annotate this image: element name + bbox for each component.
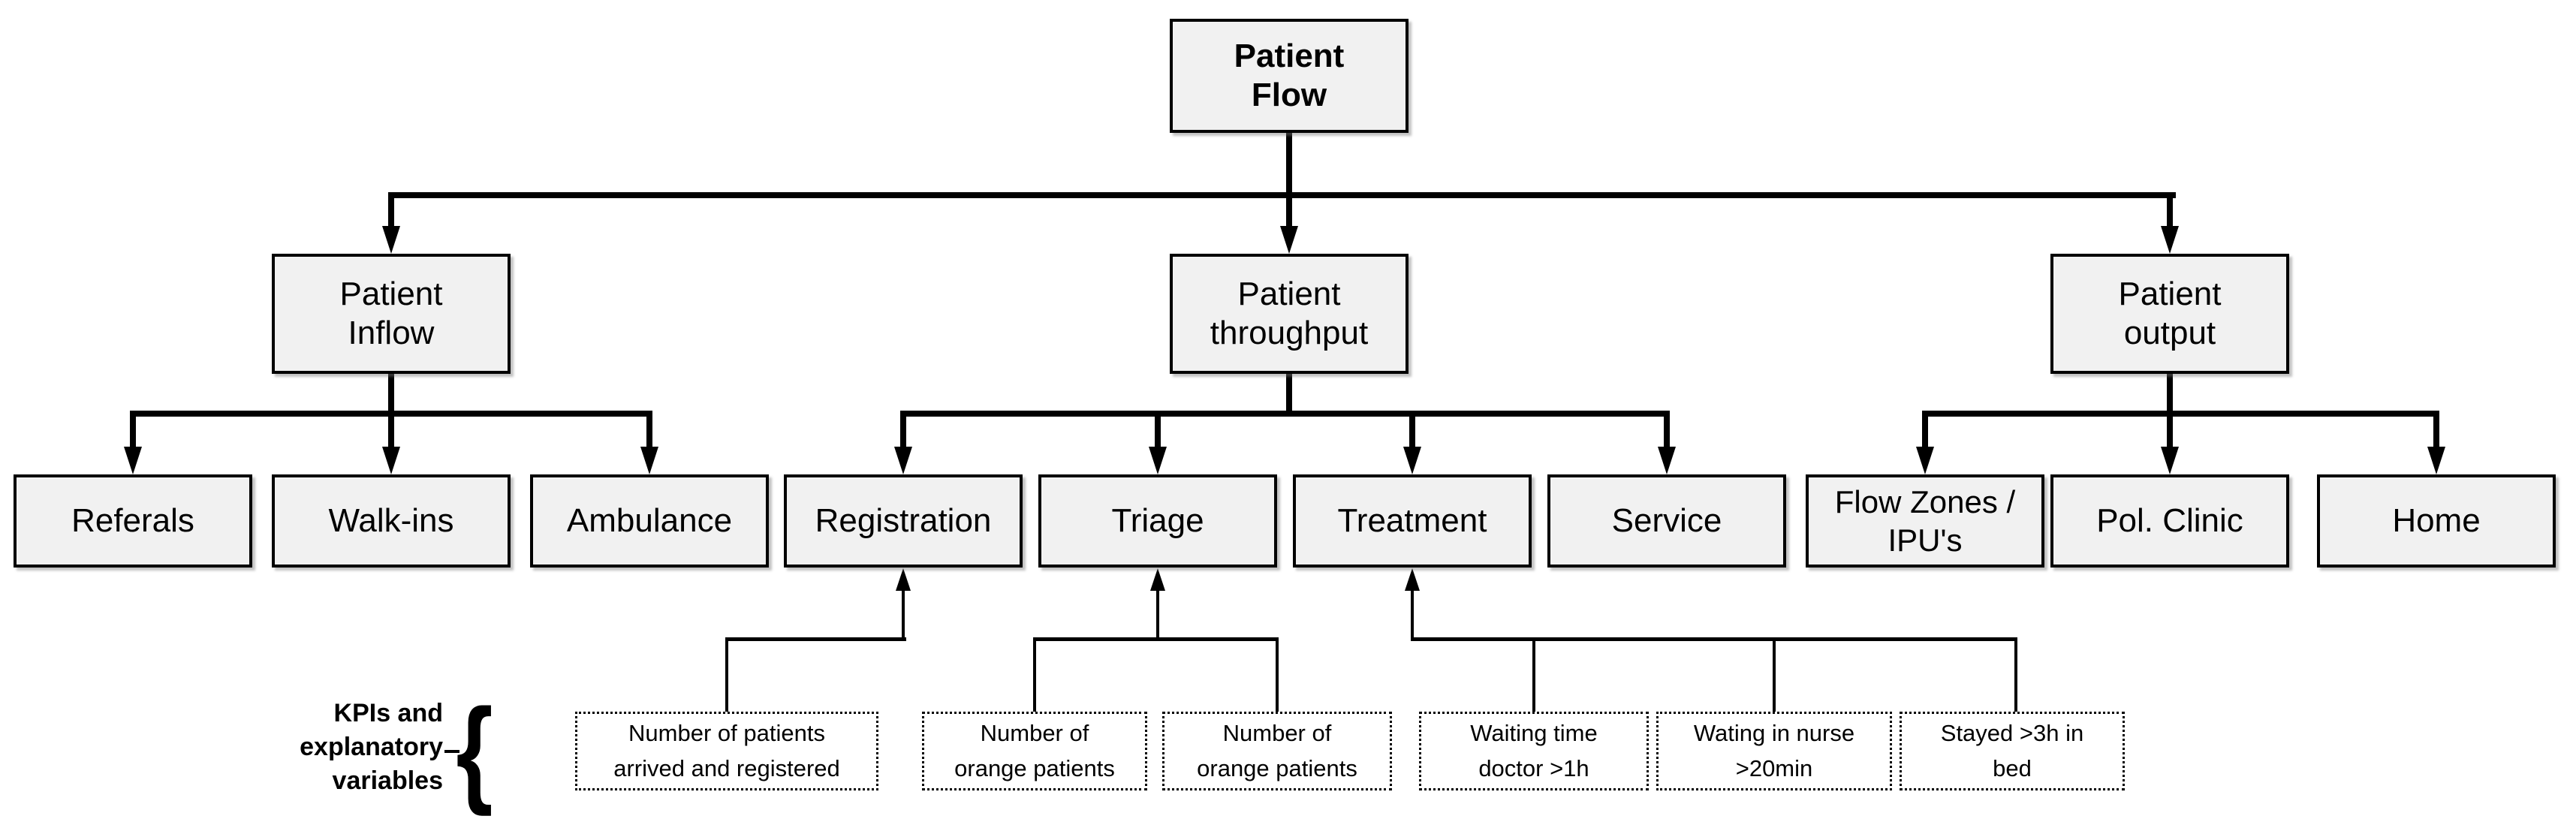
kpi-edge-wait-nurse-vertical: [1773, 640, 1776, 712]
node-ambulance: Ambulance: [530, 474, 769, 568]
kpi-box-orange-patients-1: Number of orange patients: [922, 712, 1147, 790]
arrowhead-to-triage: [1149, 447, 1167, 474]
kpi-edge-orange2-vertical: [1276, 640, 1279, 712]
label-brace-tick: [444, 750, 459, 753]
edge-output-stem: [2167, 374, 2173, 417]
kpi-box-patients-registered: Number of patients arrived and registere…: [575, 712, 878, 790]
kpi-box-waiting-nurse: Wating in nurse >20min: [1656, 712, 1892, 790]
arrowhead-to-treatment-kpi: [1405, 568, 1420, 591]
kpi-edge-registration-arrow-stem: [902, 590, 905, 640]
arrowhead-to-flow-zones: [1916, 447, 1934, 474]
edge-drop-walk-ins: [388, 417, 394, 449]
kpi-edge-stayed-bed-vertical: [2014, 640, 2017, 712]
edge-drop-flow-zones: [1922, 417, 1928, 449]
edge-drop-pol-clinic: [2167, 417, 2173, 449]
node-patient-output: Patient output: [2050, 254, 2289, 374]
node-treatment: Treatment: [1293, 474, 1532, 568]
arrowhead-to-patient-inflow: [382, 226, 400, 254]
edge-drop-referals: [130, 417, 136, 449]
node-patient-throughput: Patient throughput: [1170, 254, 1409, 374]
edge-inflow-stem: [388, 374, 394, 417]
kpi-edge-registered-vertical: [725, 640, 728, 712]
kpi-edge-triage-arrow-stem: [1156, 590, 1159, 640]
kpi-edge-registration-horizontal: [725, 637, 906, 641]
arrowhead-to-referals: [124, 447, 142, 474]
kpi-edge-orange1-vertical: [1033, 640, 1036, 712]
edge-drop-triage: [1155, 417, 1161, 449]
arrowhead-to-treatment: [1403, 447, 1421, 474]
edge-throughput-stem: [1286, 374, 1292, 417]
edge-drop-patient-output: [2167, 198, 2173, 228]
node-flow-zones-ipus: Flow Zones / IPU's: [1806, 474, 2044, 568]
node-walk-ins: Walk-ins: [272, 474, 511, 568]
edge-drop-patient-inflow: [388, 198, 394, 228]
edge-throughput-horizontal: [900, 411, 1670, 417]
arrowhead-to-triage-kpi: [1150, 568, 1165, 591]
arrowhead-to-patient-throughput: [1280, 226, 1298, 254]
kpi-edge-triage-horizontal: [1033, 637, 1279, 641]
node-pol-clinic: Pol. Clinic: [2050, 474, 2289, 568]
arrowhead-to-home: [2427, 447, 2445, 474]
kpi-brace: {: [456, 684, 493, 817]
arrowhead-to-pol-clinic: [2161, 447, 2179, 474]
kpi-box-waiting-doctor: Waiting time doctor >1h: [1419, 712, 1649, 790]
arrowhead-to-walk-ins: [382, 447, 400, 474]
edge-drop-ambulance: [646, 417, 652, 449]
kpi-edge-treatment-arrow-stem: [1411, 590, 1414, 640]
edge-drop-treatment: [1409, 417, 1415, 449]
edge-inflow-horizontal: [130, 411, 652, 417]
kpi-side-label: KPIs and explanatory variables: [300, 699, 443, 796]
kpi-box-orange-patients-2: Number of orange patients: [1162, 712, 1392, 790]
edge-drop-registration: [900, 417, 906, 449]
arrowhead-to-registration: [894, 447, 912, 474]
arrowhead-to-ambulance: [640, 447, 658, 474]
edge-level1-horizontal: [388, 192, 2176, 198]
node-patient-inflow: Patient Inflow: [272, 254, 511, 374]
edge-drop-service: [1664, 417, 1670, 449]
kpi-edge-treatment-horizontal: [1411, 637, 2017, 641]
node-triage: Triage: [1038, 474, 1277, 568]
node-referals: Referals: [14, 474, 252, 568]
edge-output-horizontal: [1922, 411, 2439, 417]
edge-drop-patient-throughput: [1286, 198, 1292, 228]
node-registration: Registration: [784, 474, 1023, 568]
arrowhead-to-service: [1658, 447, 1676, 474]
kpi-box-stayed-bed: Stayed >3h in bed: [1900, 712, 2125, 790]
node-home: Home: [2317, 474, 2556, 568]
node-service: Service: [1547, 474, 1786, 568]
kpi-edge-wait-doctor-vertical: [1532, 640, 1535, 712]
edge-drop-home: [2433, 417, 2439, 449]
edge-root-stem: [1286, 133, 1292, 197]
node-patient-flow: Patient Flow: [1170, 19, 1409, 133]
arrowhead-to-patient-output: [2161, 226, 2179, 254]
arrowhead-to-registration-kpi: [896, 568, 911, 591]
